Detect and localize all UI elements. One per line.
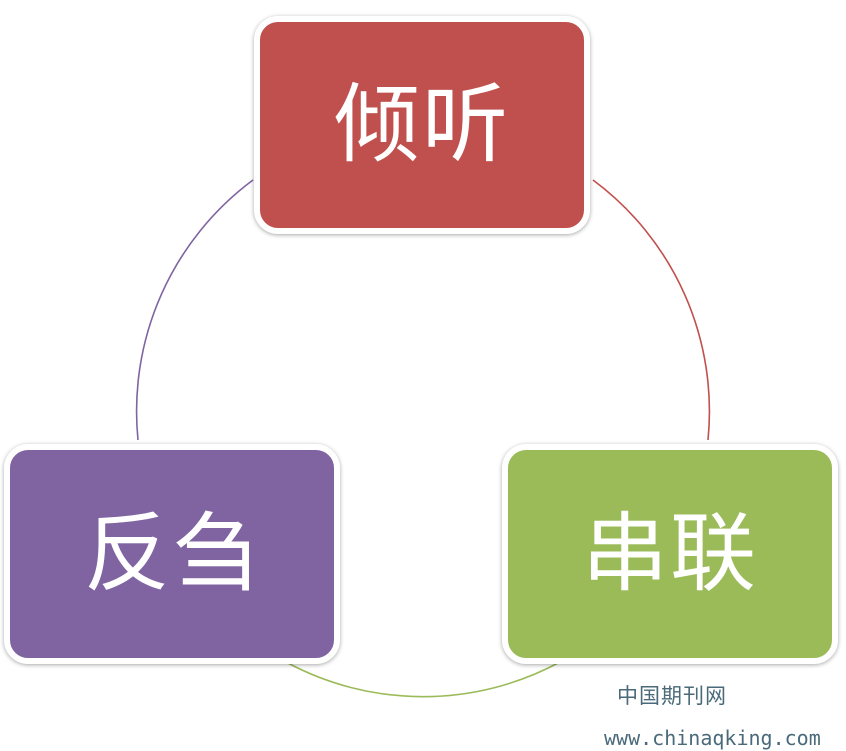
node-reflect-label: 反刍	[84, 504, 260, 604]
node-listen-label: 倾听	[334, 75, 510, 175]
arc-right-to-left	[285, 661, 561, 698]
node-connect-label: 串联	[582, 504, 758, 604]
watermark-site-name: 中国期刊网	[617, 684, 727, 708]
node-reflect: 反刍	[4, 444, 340, 664]
node-connect: 串联	[502, 444, 838, 664]
node-listen: 倾听	[254, 16, 590, 234]
watermark-url: www.chinaqking.com	[604, 726, 821, 750]
arc-left-to-top	[135, 179, 254, 441]
arc-top-to-right	[592, 179, 711, 441]
